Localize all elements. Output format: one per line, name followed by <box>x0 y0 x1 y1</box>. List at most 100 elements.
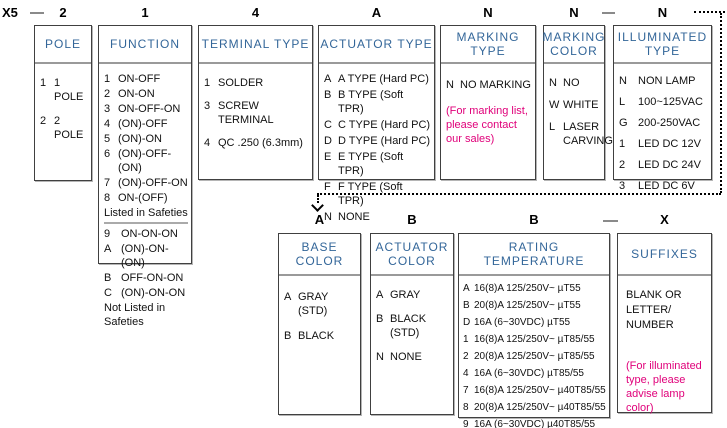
option-label: ON-ON <box>118 88 155 100</box>
option-label: 20(8)A 125/250V~ µT55 <box>474 300 581 311</box>
option-code: B <box>104 272 112 284</box>
code-marking-type: N <box>483 5 493 20</box>
box-title: MARKING COLOR <box>543 26 605 64</box>
option-code: D <box>463 317 471 328</box>
option-code: 2 <box>104 88 111 100</box>
option-row: 5(ON)-ON <box>104 132 188 146</box>
option-row: B OFF-ON-ON <box>104 271 188 285</box>
code-terminal-type: 4 <box>251 5 260 20</box>
option-label: BLACK (STD) <box>390 313 427 339</box>
model-prefix: X5 <box>2 5 18 20</box>
dash-connector <box>602 12 615 14</box>
option-label: (ON)-ON-(ON) <box>121 243 169 269</box>
code-base-color: A <box>314 212 325 227</box>
code-suffixes: X <box>660 212 669 227</box>
option-label: (ON)-ON <box>118 133 162 145</box>
option-label: B TYPE (Soft TPR) <box>338 89 404 115</box>
code-illuminated-type: N <box>657 5 668 20</box>
option-code: N <box>324 211 332 223</box>
box-title: ILLUMINATED TYPE <box>614 26 711 64</box>
option-row: C(ON)-ON-ON <box>104 286 188 300</box>
option-code: 4 <box>204 137 211 149</box>
option-code: 2 <box>40 115 47 127</box>
option-label: A TYPE (Hard PC) <box>338 73 429 85</box>
option-label: ON-(OFF) <box>118 192 168 204</box>
option-label: D TYPE (Hard PC) <box>338 135 431 147</box>
option-label: OFF-ON-ON <box>121 272 184 284</box>
code-actuator-type: A <box>371 5 382 20</box>
option-label: LED DC 12V <box>638 138 701 150</box>
option-label: F TYPE (Soft TPR) <box>338 181 403 207</box>
option-code: 1 <box>204 77 211 89</box>
option-label: (ON)-ON-ON <box>121 287 186 299</box>
option-code: B <box>463 300 470 311</box>
box-title: POLE <box>35 26 91 64</box>
box-title: TERMINAL TYPE <box>199 26 312 64</box>
suffix-text-line: LETTER/ <box>626 304 672 316</box>
divider <box>104 222 188 224</box>
option-label: ON-ON-ON <box>121 228 178 240</box>
option-code: B <box>324 89 332 101</box>
option-label: SCREW TERMINAL <box>218 100 274 126</box>
option-label: NO MARKING <box>460 79 531 91</box>
option-code: 7 <box>104 177 111 189</box>
option-code: N <box>549 77 557 89</box>
option-code: A <box>104 243 112 255</box>
code-marking-color: N <box>569 5 579 20</box>
option-row: 1 LED DC 12V <box>619 137 708 151</box>
option-code: 1 <box>619 138 626 150</box>
option-label: NO <box>563 77 580 89</box>
option-code: 4 <box>104 118 111 130</box>
box-suffixes: SUFFIXES BLANK OR LETTER/ NUMBER (For il… <box>617 233 712 414</box>
option-code: G <box>619 117 628 129</box>
option-code: 4 <box>463 368 469 379</box>
code-actuator-color: B <box>407 212 417 227</box>
option-label: 16(8)A 125/250V~ µT55 <box>474 283 581 294</box>
option-code: E <box>324 151 332 163</box>
option-code: N <box>376 351 384 363</box>
option-label: ON-OFF-ON <box>118 103 181 115</box>
option-code: A <box>376 289 384 301</box>
option-code: 3 <box>104 103 111 115</box>
box-title: FUNCTION <box>99 26 191 64</box>
dash-connector <box>30 12 44 14</box>
option-code: 8 <box>104 192 111 204</box>
option-label: NON LAMP <box>638 75 696 87</box>
option-label: GRAY <box>390 289 421 301</box>
option-code: N <box>619 75 627 87</box>
box-title: RATING TEMPERATURE <box>459 234 609 276</box>
option-code: 7 <box>463 385 469 396</box>
option-label: (ON)-OFF-ON <box>118 177 188 189</box>
option-code: 2 <box>619 159 626 171</box>
dotted-connector-middle <box>317 193 721 195</box>
code-pole: 2 <box>59 5 67 20</box>
option-row: B B TYPE (Soft TPR) <box>324 88 431 116</box>
option-label: 16(8)A 125/250V~ µT85/55 <box>474 334 595 345</box>
dotted-connector-stem <box>317 195 319 203</box>
option-label: 1 POLE <box>54 77 84 103</box>
option-code: 1 <box>104 73 111 85</box>
